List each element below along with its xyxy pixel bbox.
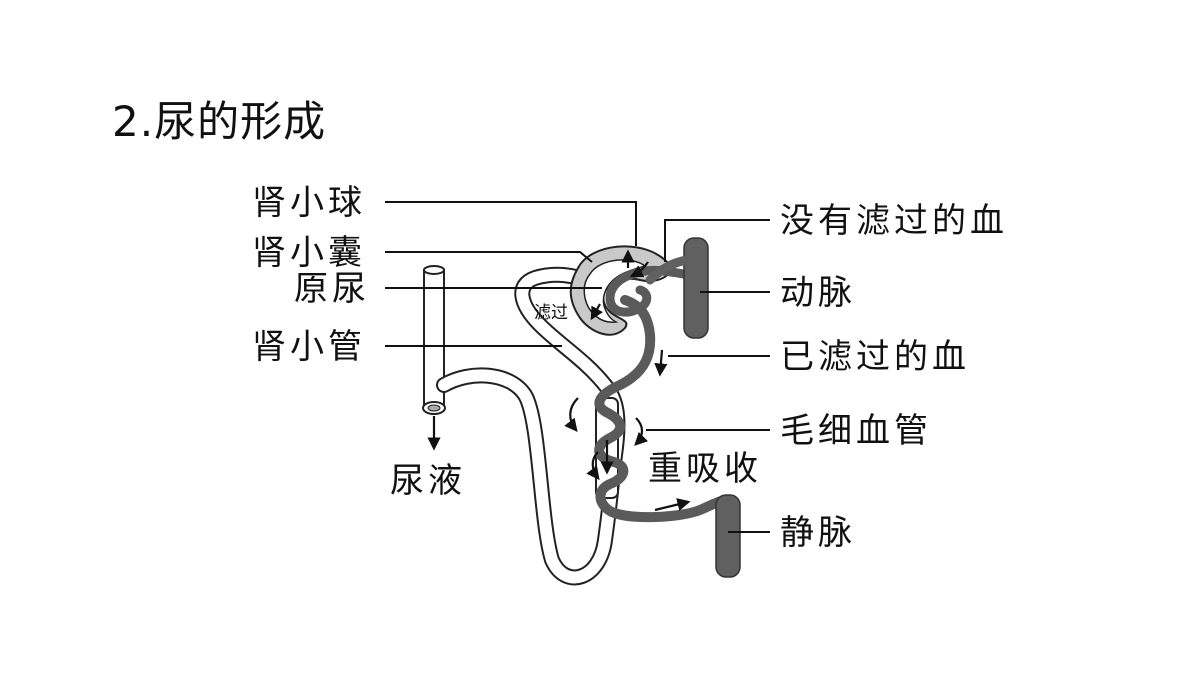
label-renal-tubule: 肾小管 [252, 327, 366, 367]
label-artery: 动脉 [780, 273, 856, 313]
label-reabsorption: 重吸收 [648, 449, 762, 489]
flow-arrows [564, 249, 691, 512]
collecting-duct [422, 265, 446, 415]
efferent-vessel-shape [594, 295, 733, 523]
label-glomerulus: 肾小球 [252, 183, 366, 223]
label-filtered-blood: 已滤过的血 [780, 337, 970, 377]
leader-lines [385, 201, 770, 533]
label-urine: 尿液 [390, 461, 466, 501]
label-primary-urine: 原尿 [294, 269, 370, 309]
page-title: 2.尿的形成 [112, 97, 327, 146]
label-vein: 静脉 [780, 513, 856, 553]
glomerulus-shape [605, 265, 695, 317]
label-unfiltered-blood: 没有滤过的血 [780, 201, 1008, 241]
artery-shape [645, 237, 709, 339]
label-capillary: 毛细血管 [780, 411, 932, 451]
label-filtration: 滤过 [534, 303, 568, 323]
bowman-capsule-shape [569, 245, 672, 336]
label-bowman-capsule: 肾小囊 [252, 233, 366, 273]
vein-shape [715, 494, 741, 578]
